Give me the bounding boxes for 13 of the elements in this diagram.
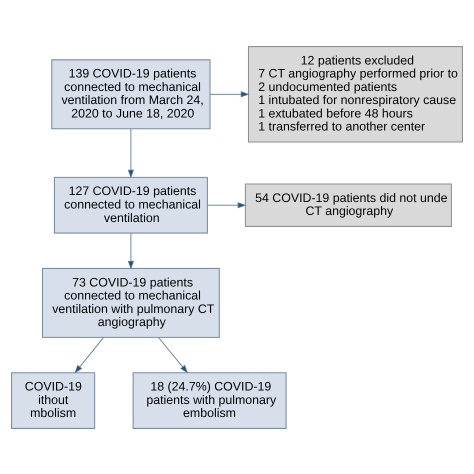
arrow <box>158 336 188 374</box>
node-box: 54 COVID-19 patients did not unde CT angiography <box>244 182 452 226</box>
node-box: 73 COVID-19 patients connected to mechanical ventilation with pulmonary CT angiography <box>42 267 220 338</box>
arrow <box>74 336 104 374</box>
node-box: 127 COVID-19 patients connected to mechanical ventilation <box>54 176 208 234</box>
node-box: COVID-19 ithout mbolism <box>11 372 96 428</box>
arrow <box>128 232 134 270</box>
arrow <box>128 128 134 178</box>
arrow <box>210 90 250 97</box>
node-box: 12 patients excluded 7 CT angiography performed prior to 2 undocumented patients 1 intubated for nonrespiratory cause 1 extubated before 48 hours 1 transferred to another center <box>248 46 463 142</box>
node-box: 18 (24.7%) COVID-19 patients with pulmonary embolism <box>132 372 287 428</box>
node-box: 139 COVID-19 patients connected to mechanical ventilation from March 24, 2020 to June 18, 2020 <box>51 58 211 129</box>
arrow <box>207 202 246 208</box>
